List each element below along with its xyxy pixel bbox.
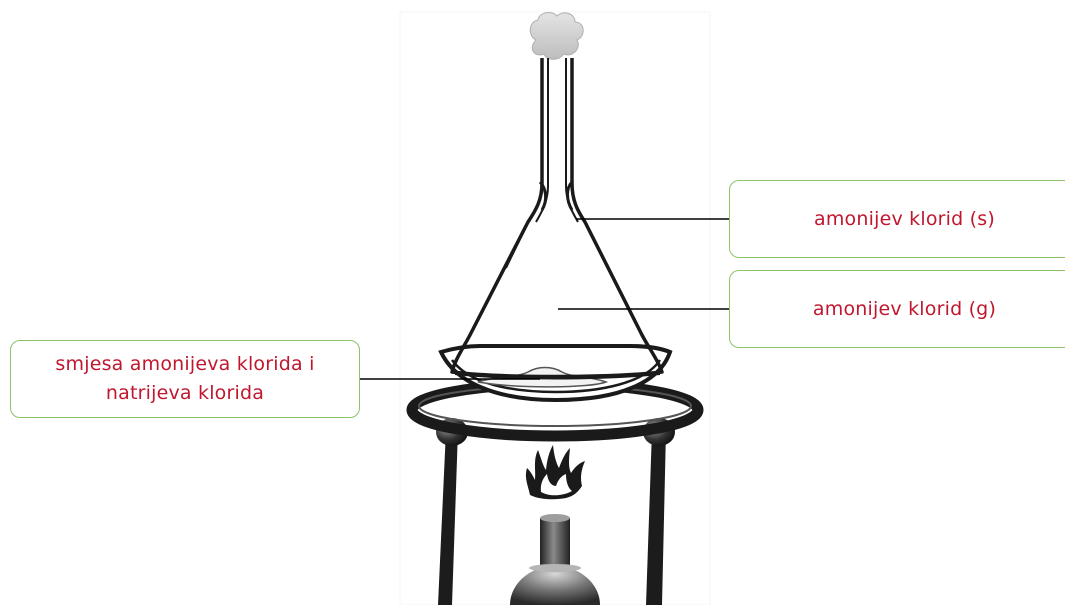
flask-outline (450, 58, 664, 379)
label-gas-text: amonijev klorid (g) (812, 297, 997, 320)
burner-base (510, 566, 600, 605)
label-mixture-line1: smjesa amonijeva klorida i (55, 353, 315, 375)
cotton-plug (529, 12, 584, 60)
tripod-leg-left (438, 430, 458, 605)
burner-tube (540, 518, 570, 566)
label-salt-mixture: smjesa amonijeva klorida i natrijeva klo… (10, 340, 360, 418)
label-solid-text: amonijev klorid (s) (814, 207, 995, 230)
label-ammonium-chloride-solid: amonijev klorid (s) (729, 180, 1065, 258)
flame (525, 445, 585, 500)
tripod-leg-right (646, 430, 666, 605)
conical-flask (450, 12, 664, 380)
bunsen-burner (510, 445, 600, 605)
neck-deposit (538, 180, 574, 211)
label-ammonium-chloride-gas: amonijev klorid (g) (729, 270, 1065, 348)
label-mixture-line2: natrijeva klorida (105, 382, 265, 404)
